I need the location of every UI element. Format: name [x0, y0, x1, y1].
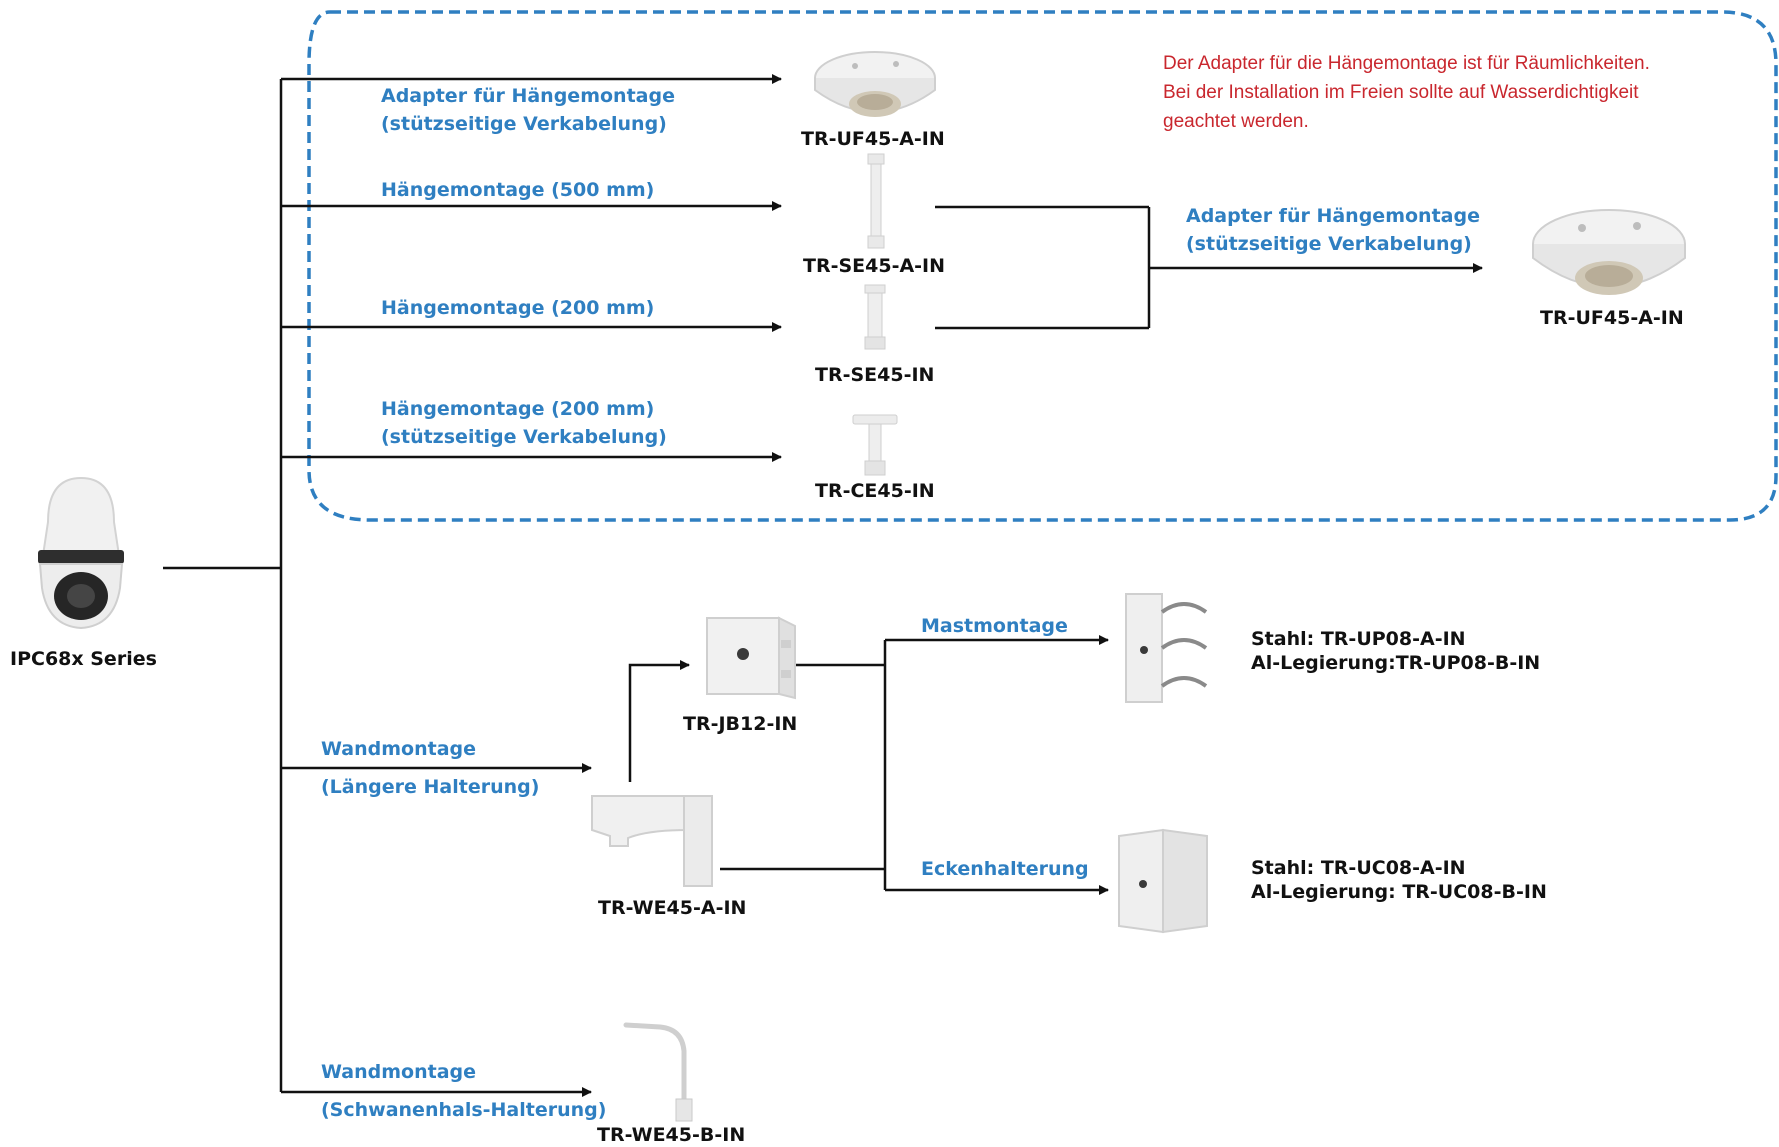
note-line-1: Der Adapter für die Hängemontage ist für…: [1163, 53, 1650, 74]
uf45-right-label-line1: Adapter für Hängemontage: [1186, 205, 1480, 227]
corner-steel-code: Stahl: TR-UC08-A-IN: [1251, 857, 1466, 879]
jb12-code: TR-JB12-IN: [683, 713, 798, 735]
wall-long-label-line1: Wandmontage: [321, 738, 476, 760]
we45b-image: [623, 1022, 693, 1122]
se45-image: [864, 284, 886, 350]
se45a-image: [867, 153, 885, 249]
camera-label: IPC68x Series: [10, 648, 157, 670]
we45-to-jb12: [628, 660, 690, 782]
se45a-label: Hängemontage (500 mm): [381, 179, 655, 201]
pole-codes: Stahl: TR-UP08-A-IN Al-Legierung:TR-UP08…: [1251, 627, 1540, 675]
corner-alloy-code: Al-Legierung: TR-UC08-B-IN: [1251, 881, 1547, 903]
corner-mount-image: [1118, 828, 1208, 934]
we45a-image: [591, 795, 713, 887]
uf45-right-code: TR-UF45-A-IN: [1540, 307, 1684, 329]
uf45-right-label-line2: (stützseitige Verkabelung): [1186, 233, 1472, 255]
se45a-code: TR-SE45-A-IN: [803, 255, 946, 277]
jb12-image: [706, 616, 796, 700]
ce45-image: [852, 414, 898, 476]
corner-codes: Stahl: TR-UC08-A-IN Al-Legierung: TR-UC0…: [1251, 856, 1547, 904]
camera-image: [38, 476, 124, 630]
se45-label: Hängemontage (200 mm): [381, 297, 655, 319]
pole-mount-image: [1125, 593, 1208, 703]
pendant-group-border: [307, 10, 1778, 522]
wall-long-label: Wandmontage (Längere Halterung): [321, 735, 539, 801]
ce45-label: Hängemontage (200 mm) (stützseitige Verk…: [381, 395, 667, 451]
gooseneck-label: Wandmontage (Schwanenhals-Halterung): [321, 1058, 606, 1124]
uf45-right-image: [1532, 209, 1686, 295]
note-line-2: Bei der Installation im Freien sollte au…: [1163, 82, 1639, 103]
pole-steel-code: Stahl: TR-UP08-A-IN: [1251, 628, 1466, 650]
ce45-label-line1: Hängemontage (200 mm): [381, 398, 655, 420]
indoor-note: Der Adapter für die Hängemontage ist für…: [1163, 49, 1650, 136]
pole-alloy-code: Al-Legierung:TR-UP08-B-IN: [1251, 652, 1541, 674]
corner-label: Eckenhalterung: [921, 858, 1089, 880]
ce45-code: TR-CE45-IN: [815, 480, 935, 502]
uf45-top-label-line1: Adapter für Hängemontage: [381, 85, 675, 107]
uf45-right-label: Adapter für Hängemontage (stützseitige V…: [1186, 202, 1480, 258]
we45a-code: TR-WE45-A-IN: [598, 897, 747, 919]
we45b-code: TR-WE45-B-IN: [597, 1124, 746, 1146]
gooseneck-label-line1: Wandmontage: [321, 1061, 476, 1083]
uf45-top-image: [814, 51, 936, 117]
wall-long-label-line2: (Längere Halterung): [321, 776, 540, 798]
ce45-label-line2: (stützseitige Verkabelung): [381, 426, 667, 448]
gooseneck-label-line2: (Schwanenhals-Halterung): [321, 1099, 607, 1121]
note-line-3: geachtet werden.: [1163, 111, 1309, 132]
pole-label: Mastmontage: [921, 615, 1068, 637]
se45-code: TR-SE45-IN: [815, 364, 935, 386]
uf45-top-label: Adapter für Hängemontage (stützseitige V…: [381, 82, 675, 138]
uf45-top-label-line2: (stützseitige Verkabelung): [381, 113, 667, 135]
uf45-top-code: TR-UF45-A-IN: [801, 128, 945, 150]
